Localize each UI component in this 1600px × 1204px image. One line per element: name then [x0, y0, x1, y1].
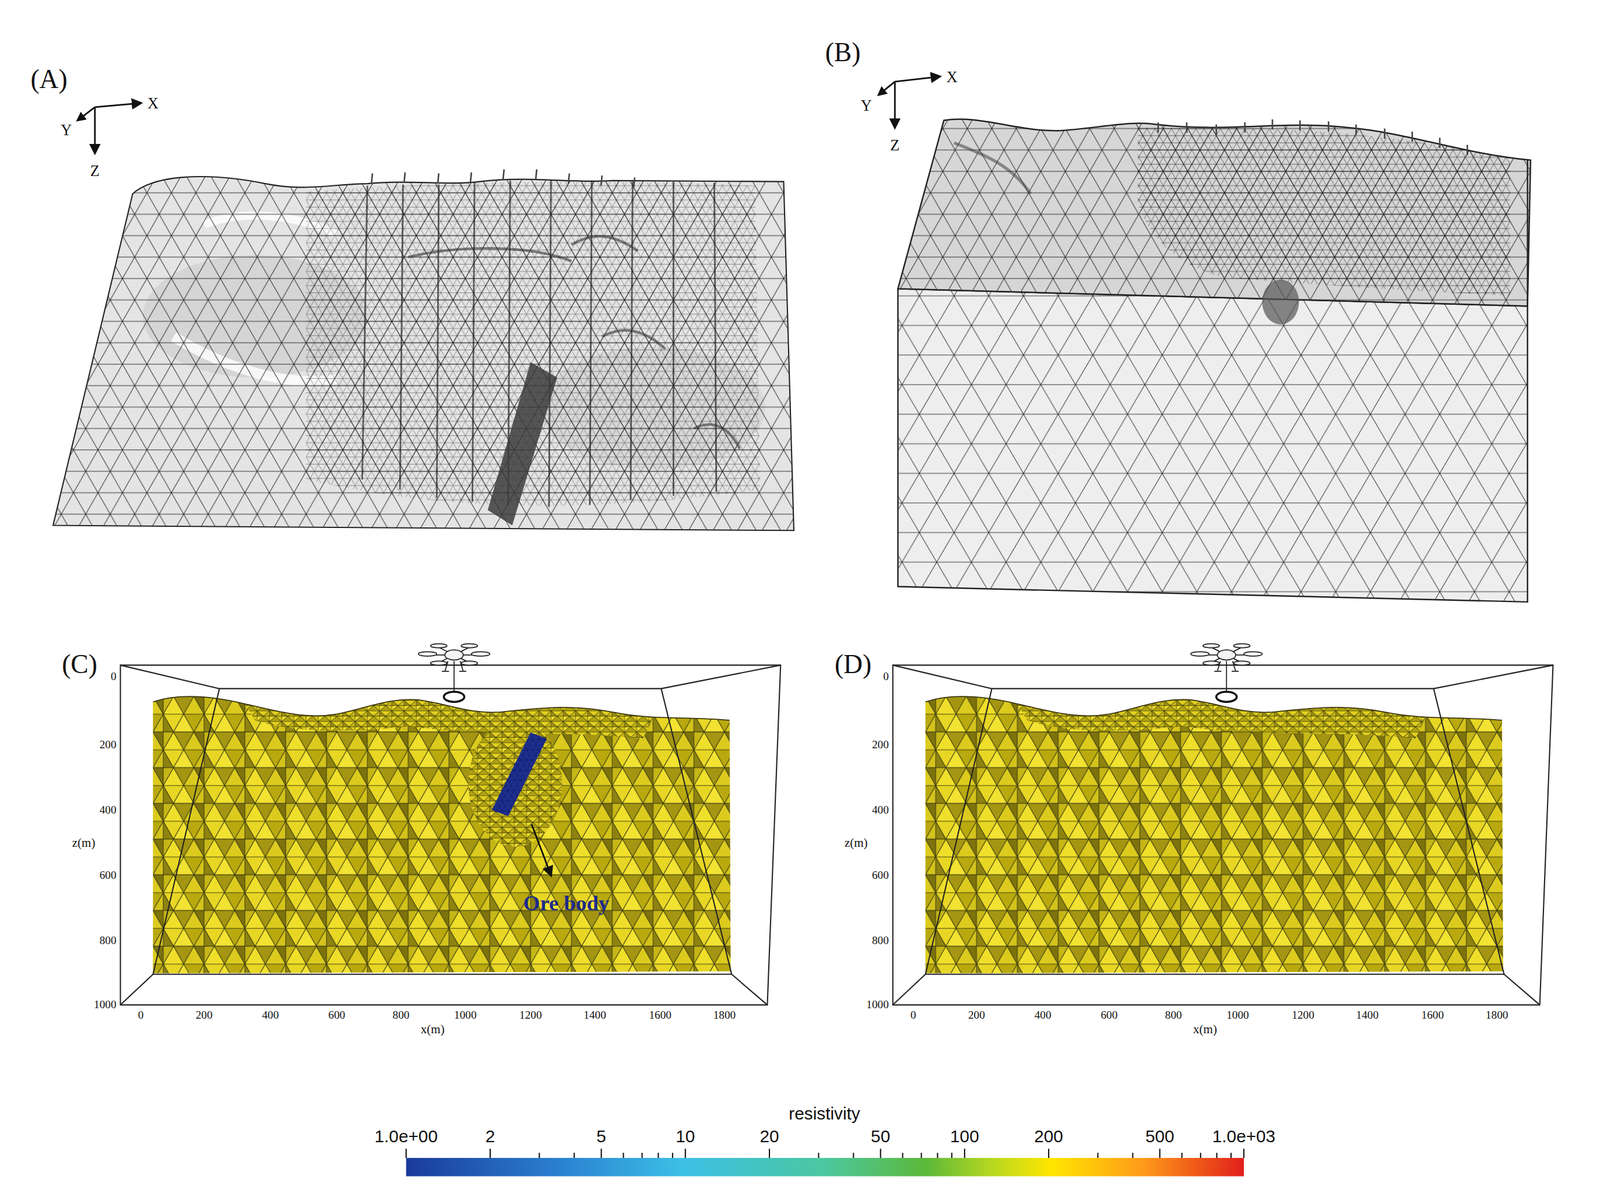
major-tick: [1159, 1148, 1161, 1159]
major-tick: [1243, 1148, 1245, 1159]
panel-label: (B): [825, 39, 861, 67]
minor-tick: [1096, 1152, 1099, 1159]
colorbar-tick: 10: [675, 1127, 695, 1146]
tick-label: 400: [99, 804, 117, 816]
colorbar-tick: 50: [870, 1127, 891, 1146]
minor-tick: [1131, 1152, 1134, 1159]
panel-d-model: [892, 644, 1554, 1006]
tick-label: 1600: [648, 1009, 672, 1021]
axis-name: X: [946, 69, 958, 86]
minor-tick: [538, 1152, 540, 1159]
minor-tick: [920, 1152, 923, 1159]
tick-label: 600: [871, 869, 889, 881]
tick-label: 0: [883, 670, 889, 682]
minor-tick: [951, 1152, 953, 1159]
major-tick: [964, 1148, 966, 1159]
axis-name: Z: [890, 138, 900, 154]
colorbar-tick: 20: [759, 1127, 779, 1146]
tick-label: 1400: [583, 1009, 607, 1021]
tick-label: 1600: [1421, 1009, 1445, 1021]
axis-title: z(m): [72, 836, 96, 849]
major-tick: [489, 1148, 491, 1159]
tick-label: 1000: [93, 999, 117, 1011]
major-tick: [600, 1148, 603, 1159]
tick-label: 1000: [866, 999, 889, 1011]
tick-label: 1800: [713, 1009, 737, 1021]
colorbar-tick: 2: [485, 1127, 496, 1146]
tick-label: 400: [261, 1009, 279, 1021]
panel-label: (C): [61, 652, 98, 680]
colorbar-title: resistivity: [788, 1105, 860, 1124]
minor-tick: [936, 1152, 938, 1159]
minor-tick: [672, 1152, 674, 1159]
tick-label: 200: [99, 739, 117, 751]
panel-label: (A): [30, 66, 68, 94]
tick-label: 600: [328, 1009, 346, 1021]
axis-name: Y: [60, 122, 72, 139]
minor-tick: [622, 1152, 624, 1159]
minor-tick: [1200, 1152, 1202, 1159]
tick-label: 1400: [1356, 1009, 1380, 1021]
major-tick: [768, 1148, 770, 1159]
panel-label: (D): [834, 652, 872, 680]
tick-label: 200: [968, 1009, 986, 1021]
axis-triad-b: [878, 76, 940, 128]
resistivity-colorbar: [406, 1148, 1244, 1177]
tick-label: 800: [392, 1009, 410, 1021]
axis-title: x(m): [1193, 1023, 1218, 1036]
tick-label: 800: [1165, 1009, 1183, 1021]
tick-label: 1000: [454, 1009, 477, 1021]
axis-title: z(m): [844, 836, 868, 849]
callout-label: Ore body: [523, 893, 610, 916]
tick-label: 600: [1100, 1009, 1118, 1021]
tick-label: 1800: [1485, 1009, 1509, 1021]
axis-name: X: [147, 96, 159, 112]
minor-tick: [1216, 1152, 1218, 1159]
minor-tick: [902, 1152, 904, 1159]
tick-label: 200: [871, 739, 889, 751]
minor-tick: [852, 1152, 854, 1159]
minor-tick: [1181, 1152, 1183, 1159]
tick-label: 1200: [519, 1009, 543, 1021]
tick-label: 200: [195, 1009, 213, 1021]
colorbar-tick: 100: [950, 1127, 980, 1146]
tick-label: 400: [871, 804, 889, 816]
panel-b-mesh: [898, 118, 1531, 602]
minor-tick: [817, 1152, 819, 1159]
tick-label: 800: [871, 934, 889, 947]
tick-label: 1000: [1226, 1009, 1250, 1021]
colorbar-tick: 1.0e+00: [374, 1127, 438, 1146]
axis-title: x(m): [420, 1023, 445, 1036]
axis-name: Y: [860, 98, 872, 114]
axis-name: Z: [90, 163, 100, 179]
panel-a-mesh: [53, 169, 794, 532]
colorbar-tick: 500: [1145, 1127, 1175, 1146]
tick-label: 0: [910, 1009, 917, 1021]
colorbar-tick: 5: [596, 1127, 607, 1146]
tick-label: 0: [110, 670, 117, 682]
minor-tick: [573, 1152, 575, 1159]
tick-label: 0: [138, 1009, 144, 1021]
colorbar-tick: 1.0e+03: [1212, 1127, 1276, 1146]
panel-c-model: [120, 644, 782, 1006]
tick-label: 600: [99, 869, 117, 881]
minor-tick: [657, 1152, 659, 1159]
minor-tick: [641, 1152, 643, 1159]
tick-label: 400: [1034, 1009, 1052, 1021]
minor-tick: [1230, 1152, 1232, 1159]
major-tick: [405, 1148, 407, 1159]
major-tick: [684, 1148, 687, 1159]
tick-label: 800: [99, 934, 117, 947]
colorbar-tick: 200: [1034, 1127, 1064, 1146]
major-tick: [880, 1148, 882, 1159]
tick-label: 1200: [1291, 1009, 1315, 1021]
major-tick: [1048, 1148, 1050, 1159]
axis-triad-a: [77, 103, 142, 154]
